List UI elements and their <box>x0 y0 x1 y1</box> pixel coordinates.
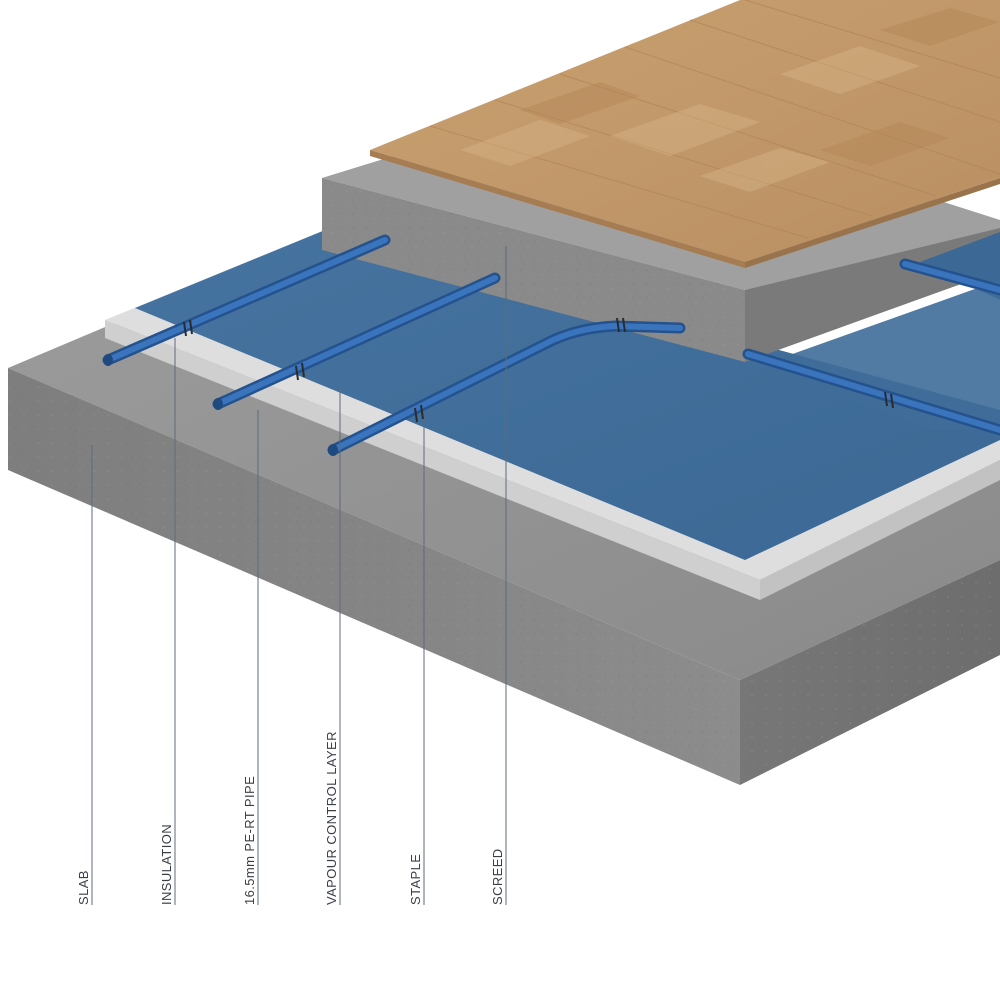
pipe-1 <box>102 234 391 366</box>
vapour-control-membrane-strip <box>770 280 1000 430</box>
timber-floor <box>370 0 1000 268</box>
pipe-2 <box>212 272 501 410</box>
timber-floor-top <box>370 0 1000 262</box>
label-insulation: INSULATION <box>159 823 174 905</box>
staple-2 <box>295 362 305 381</box>
vapour-control-membrane <box>135 228 1000 560</box>
staple-3 <box>414 404 424 423</box>
label-staple: STAPLE <box>408 853 423 905</box>
insulation-side <box>760 460 1000 600</box>
pipe-5 <box>899 258 1000 296</box>
staple-4 <box>616 317 626 333</box>
label-screed: SCREED <box>490 848 505 905</box>
label-vapour-control-layer: VAPOUR CONTROL LAYER <box>324 731 339 905</box>
pipe-3 <box>327 320 686 456</box>
staple-5 <box>884 391 894 409</box>
label-slab: SLAB <box>76 870 91 905</box>
label-pipe: 16.5mm PE-RT PIPE <box>242 775 257 905</box>
insulation-front <box>105 320 760 600</box>
staple-1 <box>183 319 193 337</box>
staples <box>183 317 894 423</box>
pipe-4 <box>742 348 1000 436</box>
leader-lines <box>91 246 507 905</box>
pipes <box>102 234 1000 456</box>
